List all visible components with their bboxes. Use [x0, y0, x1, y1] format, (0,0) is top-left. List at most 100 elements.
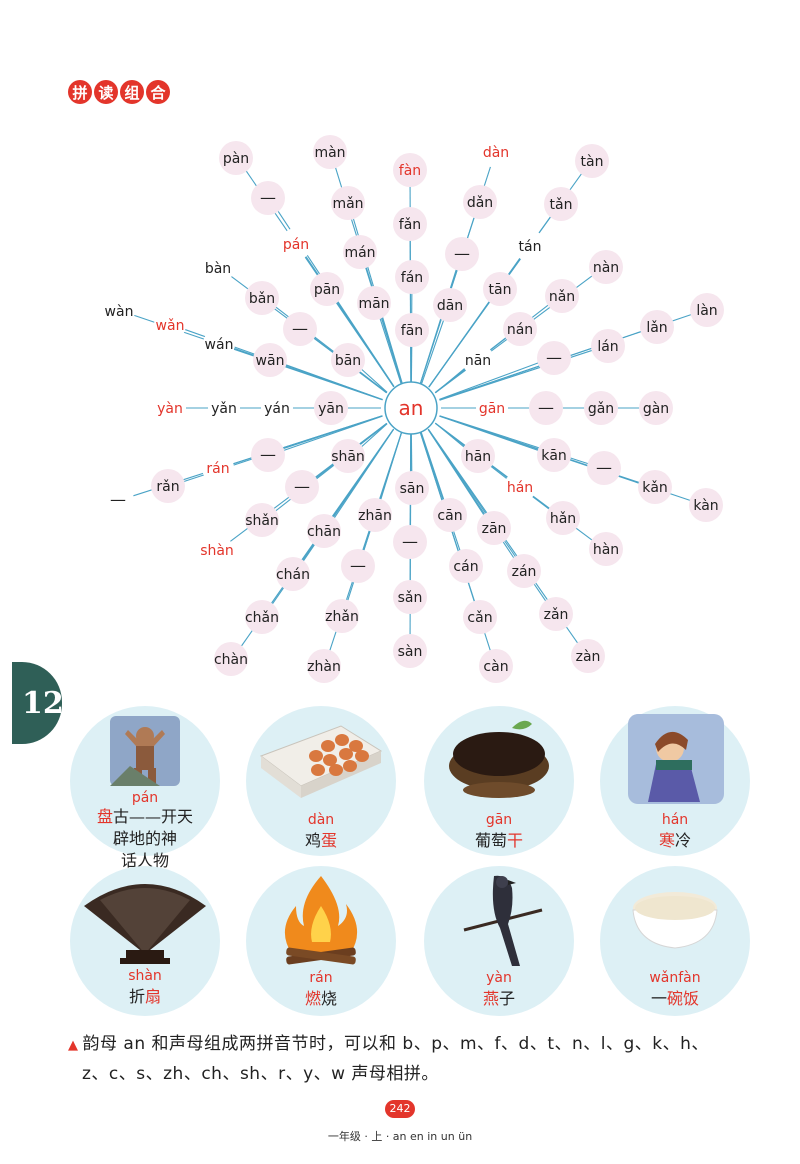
syllable-bubble — [214, 642, 248, 676]
syllable-bubble — [357, 286, 391, 320]
syllable-text: zhǎn — [325, 609, 359, 625]
syllable-bubble — [640, 310, 674, 344]
card-word-text: 折 — [128, 987, 145, 1006]
card-word: 燕子 — [424, 988, 574, 1010]
center-final-circle — [384, 381, 438, 435]
syllable-bubble — [393, 207, 427, 241]
syllable-text: pān — [314, 282, 340, 298]
syllable-text: càn — [483, 659, 508, 675]
syllable-text: kān — [541, 448, 567, 464]
syllable-text: gān — [479, 401, 505, 417]
syllable-text: yán — [264, 401, 290, 417]
syllable-bubble — [462, 344, 494, 376]
syllable-text: bān — [335, 353, 361, 369]
syllable-bubble — [393, 525, 427, 559]
picture-card-rice: wǎnfàn 一碗饭 — [600, 866, 750, 1016]
section-title-char: 组 — [120, 80, 144, 104]
syllable-text: bǎn — [249, 291, 275, 307]
page-footer: 一年级 · 上 · an en in un ün — [327, 1130, 473, 1143]
syllable-bubble — [483, 272, 517, 306]
syllable-bubble — [546, 501, 580, 535]
card-word: 燃烧 — [246, 988, 396, 1010]
syllable-text: hán — [507, 480, 533, 496]
syllable-bubble — [154, 309, 186, 341]
syllable-bubble — [251, 181, 285, 215]
card-word: 葡萄干 — [424, 830, 574, 852]
card-word-highlight: 燃 — [304, 989, 321, 1008]
syllable-text: cǎn — [467, 610, 492, 626]
picture-card-swallow: yàn 燕子 — [424, 866, 574, 1016]
syllable-text: chán — [276, 567, 310, 583]
syllable-bubble — [463, 600, 497, 634]
syllable-text: nán — [507, 322, 533, 338]
card-pinyin: gān — [485, 812, 513, 828]
spoke-line — [439, 362, 540, 400]
syllable-bubble — [544, 187, 578, 221]
syllable-bubble — [461, 439, 495, 473]
syllable-bubble — [310, 272, 344, 306]
syllable-bubble — [393, 634, 427, 668]
syllable-bubble — [331, 439, 365, 473]
picture-card-pangu: pán 盘古——开天 辟地的神 话人物 — [70, 706, 220, 870]
syllable-bubble — [102, 484, 134, 516]
syllable-bubble — [208, 392, 240, 424]
syllable-bubble — [325, 599, 359, 633]
card-word: 鸡蛋 — [246, 830, 396, 852]
card-word-highlight: 盘 — [96, 807, 113, 826]
tip-note-line: 韵母 an 和声母组成两拼音节时，可以和 b、p、m、f、d、t、n、l、g、k… — [82, 1034, 709, 1054]
chapter-number: 12 — [22, 686, 64, 721]
syllable-bubble — [584, 391, 618, 425]
syllable-text: fàn — [399, 163, 421, 179]
syllable-bubble — [253, 343, 287, 377]
syllable-text: pàn — [223, 151, 249, 167]
syllable-bubble — [314, 391, 348, 425]
syllable-text: shān — [331, 449, 365, 465]
syllable-bubble — [331, 186, 365, 220]
syllable-text: — — [292, 319, 308, 338]
syllable-text: pán — [283, 237, 309, 253]
syllable-bubble — [341, 549, 375, 583]
syllable-bubble — [537, 438, 571, 472]
swallow-bird-icon — [463, 875, 543, 966]
syllable-text: zàn — [576, 649, 601, 665]
syllable-bubble — [539, 597, 573, 631]
syllable-text: — — [110, 490, 126, 509]
syllable-bubble — [395, 471, 429, 505]
card-word-text: 冷 — [675, 831, 692, 850]
syllable-text: — — [260, 445, 276, 464]
syllable-bubble — [395, 313, 429, 347]
syllable-text: zān — [482, 521, 507, 537]
triangle-marker-icon: ▲ — [68, 1038, 79, 1053]
syllable-text: lǎn — [646, 320, 667, 336]
syllable-text: dǎn — [467, 195, 493, 211]
spoke-line — [420, 432, 462, 553]
syllable-text: wǎn — [156, 318, 185, 334]
syllable-text: fǎn — [399, 217, 421, 233]
syllable-wheel: pàn—pánpānbānbànbǎn—mānmánmǎnmànfānfánfǎ… — [102, 135, 724, 683]
syllable-text: wán — [205, 337, 234, 353]
spoke-line — [360, 423, 388, 448]
card-word-highlight: 燕 — [482, 989, 499, 1008]
syllable-bubble — [575, 144, 609, 178]
syllable-bubble — [201, 534, 233, 566]
tip-note: ▲韵母 an 和声母组成两拼音节时，可以和 b、p、m、f、d、t、n、l、g、… — [68, 1030, 768, 1088]
section-title-char: 合 — [146, 80, 170, 104]
center-final-text: an — [399, 396, 424, 420]
syllable-bubble — [639, 391, 673, 425]
syllable-text: fán — [401, 270, 423, 286]
syllable-bubble — [276, 557, 310, 591]
syllable-text: mǎn — [332, 196, 363, 212]
syllable-bubble — [433, 498, 467, 532]
syllable-bubble — [690, 293, 724, 327]
card-word-highlight: 干 — [507, 831, 524, 850]
syllable-text: — — [454, 244, 470, 263]
card-pinyin: pán — [131, 790, 159, 806]
card-pinyin: shàn — [128, 968, 162, 984]
syllable-text: shàn — [200, 543, 234, 559]
syllable-text: gàn — [643, 401, 669, 417]
card-pinyin: hán — [661, 812, 689, 828]
syllable-text: wàn — [105, 304, 134, 320]
card-pinyin: yàn — [486, 970, 512, 986]
syllable-bubble — [689, 488, 723, 522]
syllable-text: kàn — [693, 498, 718, 514]
